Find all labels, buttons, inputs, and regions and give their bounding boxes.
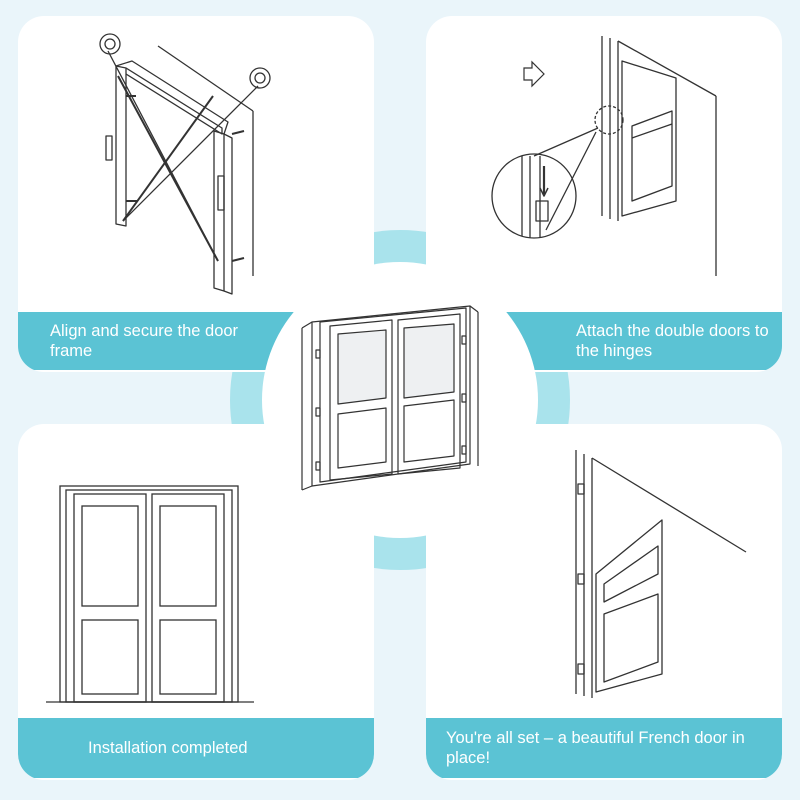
- french-double-door-illustration: [301, 305, 479, 491]
- step-caption-text-3: You're all set – a beautiful French door…: [446, 729, 745, 767]
- door-on-hinges-illustration: [575, 450, 747, 698]
- step-number-3: 03: [498, 488, 525, 515]
- step-caption-text-1: Align and secure the door frame: [50, 322, 239, 360]
- step-number-4: 04: [273, 494, 300, 521]
- step-number-2: 02: [498, 278, 525, 305]
- clamped-door-frame-illustration: [99, 33, 271, 295]
- arrow-right-icon: [523, 60, 545, 88]
- step-caption-4: Installation completed: [18, 718, 374, 778]
- step-caption-text-4: Installation completed: [88, 739, 248, 757]
- step-card-3: You're all set – a beautiful French door…: [426, 424, 782, 780]
- center-disc: [262, 262, 538, 538]
- double-door-front-illustration: [46, 485, 254, 703]
- connector-ring: [230, 230, 570, 570]
- step-number-1: 01: [273, 272, 300, 299]
- step-caption-text-2: Attach the double doors to the hinges: [576, 322, 769, 360]
- hinge-detail-illustration: [491, 36, 717, 276]
- step-card-4: Installation completed: [18, 424, 374, 780]
- step-caption-3: You're all set – a beautiful French door…: [426, 718, 782, 778]
